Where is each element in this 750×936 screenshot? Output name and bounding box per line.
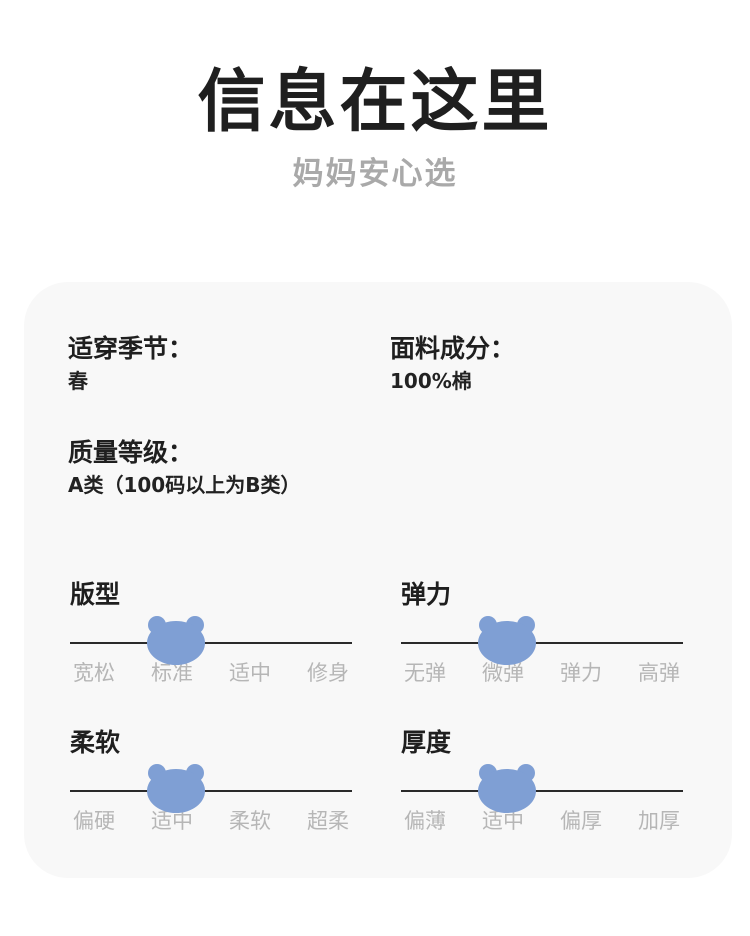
- slider-fit: 版型 宽松 标准 适中 修身: [70, 580, 354, 685]
- slider-option: 弹力: [560, 661, 602, 685]
- slider-option: 偏薄: [404, 809, 446, 833]
- slider-option: 宽松: [73, 661, 115, 685]
- info-quality-value: A类（100码以上为B类）: [68, 473, 301, 497]
- info-card: 适穿季节： 春 面料成分： 100%棉 质量等级： A类（100码以上为B类） …: [24, 282, 732, 878]
- slider-option: 适中: [151, 809, 193, 833]
- slider-option: 柔软: [229, 809, 271, 833]
- slider-option: 修身: [307, 661, 349, 685]
- slider-softness-title: 柔软: [70, 728, 121, 757]
- info-quality-label: 质量等级：: [68, 438, 194, 467]
- info-season: 适穿季节： 春: [68, 334, 193, 394]
- info-fabric-label: 面料成分：: [390, 334, 516, 363]
- slider-fit-track: [70, 642, 352, 644]
- slider-softness: 柔软 偏硬适中柔软超柔: [70, 728, 354, 833]
- page-title: 信息在这里: [197, 63, 553, 142]
- slider-thickness: 厚度 偏薄 适中 偏厚 加厚: [401, 728, 685, 833]
- slider-option: 加厚: [638, 809, 680, 833]
- slider-option: 适中: [229, 661, 271, 685]
- page-subtitle: 妈妈安心选: [292, 156, 458, 192]
- slider-elasticity-track: [401, 642, 683, 644]
- slider-elasticity: 弹力 无弹微弹弹力高弹: [401, 580, 685, 685]
- slider-elasticity-title: 弹力: [401, 580, 452, 609]
- slider-option: 适中: [482, 809, 524, 833]
- info-quality: 质量等级： A类（100码以上为B类）: [68, 438, 300, 498]
- info-fabric-value: 100%棉: [390, 369, 472, 393]
- info-season-label: 适穿季节：: [68, 334, 194, 363]
- slider-fit-title: 版型: [70, 580, 121, 609]
- slider-thickness-track: [401, 790, 683, 792]
- info-season-value: 春: [68, 369, 88, 393]
- slider-option: 标准: [151, 661, 193, 685]
- slider-option: 高弹: [638, 661, 680, 685]
- slider-option: 偏硬: [73, 809, 115, 833]
- bear-marker-icon: [477, 614, 537, 666]
- bear-marker-icon: [477, 762, 537, 814]
- slider-option: 超柔: [307, 809, 349, 833]
- slider-option: 偏厚: [560, 809, 602, 833]
- bear-marker-icon: [146, 614, 206, 666]
- slider-softness-track: [70, 790, 352, 792]
- slider-thickness-title: 厚度: [401, 728, 452, 757]
- info-fabric: 面料成分： 100%棉: [390, 334, 515, 394]
- bear-marker-icon: [146, 762, 206, 814]
- slider-option: 无弹: [404, 661, 446, 685]
- slider-option: 微弹: [482, 661, 524, 685]
